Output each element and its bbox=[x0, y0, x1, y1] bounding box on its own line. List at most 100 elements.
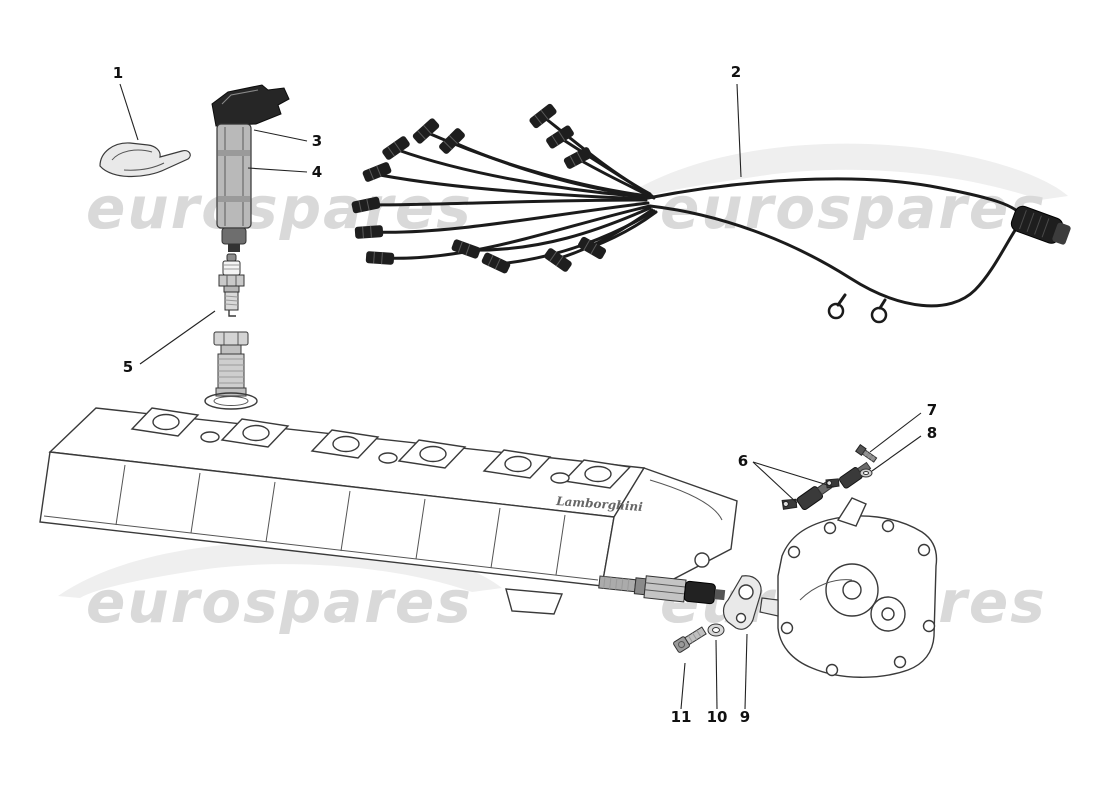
plate-bolt-hole bbox=[893, 655, 907, 669]
cover-rib bbox=[415, 498, 426, 560]
harness-cable bbox=[560, 137, 654, 198]
coil-well-hole bbox=[332, 435, 360, 453]
callout-10: 10 bbox=[707, 708, 728, 726]
plate-bolt-hole bbox=[881, 519, 895, 533]
callouts: 1 2 3 4 5 6 7 8 9 10 11 bbox=[113, 63, 937, 726]
cable-connector bbox=[577, 236, 607, 260]
callout-8: 8 bbox=[927, 424, 937, 442]
coil-well-hole bbox=[504, 455, 532, 473]
clip-body bbox=[99, 142, 191, 178]
watermark-text: eurospares bbox=[660, 174, 1047, 242]
cover-end-curve bbox=[649, 479, 723, 521]
plate-boss-large-hub bbox=[842, 580, 862, 600]
cable-connector bbox=[451, 239, 481, 259]
connector-rib bbox=[417, 130, 426, 140]
cover-rib bbox=[490, 507, 501, 569]
coil-boot bbox=[221, 227, 247, 245]
leader-line-1 bbox=[119, 83, 139, 141]
ring-terminal bbox=[827, 302, 845, 320]
callout-9: 9 bbox=[740, 708, 750, 726]
plate-bolt-hole bbox=[922, 619, 936, 633]
connector-rib bbox=[590, 243, 598, 255]
sensor-ear-hole bbox=[826, 480, 832, 486]
cover-end-hole bbox=[694, 552, 710, 568]
bolt-shaft bbox=[684, 626, 707, 646]
connector-rib bbox=[443, 140, 453, 150]
callout-2: 2 bbox=[731, 63, 741, 81]
connector-rib bbox=[540, 109, 549, 120]
connector-rib bbox=[1041, 218, 1050, 238]
bracket-hole-small bbox=[735, 612, 747, 624]
ring-terminal-stem bbox=[836, 293, 847, 307]
connector-rib bbox=[534, 114, 543, 125]
cable-connector bbox=[382, 136, 410, 160]
side-cover-plate-part bbox=[759, 497, 938, 678]
cable-connector bbox=[563, 147, 593, 169]
plug-tube-part bbox=[204, 331, 258, 410]
harness-cable bbox=[366, 198, 648, 207]
cover-rib bbox=[265, 481, 276, 543]
connector-rib bbox=[362, 226, 364, 239]
connector-rib bbox=[423, 124, 432, 135]
harness-cable bbox=[370, 201, 650, 234]
harness-cables bbox=[366, 116, 1024, 308]
coil-well-hole bbox=[152, 413, 180, 431]
plate-contour bbox=[799, 579, 853, 601]
cam-cover-part: Lamborghini bbox=[39, 407, 738, 615]
harness-cable bbox=[378, 173, 648, 201]
hex-facet bbox=[644, 589, 685, 595]
leader-line-3 bbox=[253, 129, 308, 142]
cover-rib bbox=[115, 464, 126, 526]
coil-well-hole bbox=[242, 424, 270, 442]
bolt-thread bbox=[692, 632, 698, 640]
ring-terminal-stem bbox=[878, 298, 887, 310]
cable-connector bbox=[362, 162, 392, 182]
plate-bolt-hole bbox=[825, 663, 839, 677]
connector-rib bbox=[1026, 212, 1035, 232]
tube-threaded-body bbox=[217, 353, 245, 391]
plate-boss-small bbox=[870, 596, 906, 632]
cover-rib bbox=[340, 490, 351, 552]
washer-hole bbox=[712, 627, 720, 633]
stud-thread bbox=[621, 578, 624, 591]
bolt-thread bbox=[687, 635, 693, 643]
bolt-part bbox=[673, 626, 707, 653]
cover-bottom-line bbox=[43, 515, 599, 581]
watermark-text: eurospares bbox=[86, 568, 473, 636]
connector-rib bbox=[557, 130, 566, 142]
connector-rib bbox=[551, 134, 559, 146]
plug-electrode bbox=[228, 310, 236, 317]
plate-boss-small-hub bbox=[881, 607, 895, 621]
connector-rib bbox=[376, 165, 382, 178]
connector-cap bbox=[1052, 222, 1071, 245]
leader-line-2 bbox=[736, 83, 742, 178]
sensor-bracket-part bbox=[722, 575, 762, 630]
harness-cable bbox=[590, 210, 658, 249]
connector-rib bbox=[448, 134, 459, 145]
harness-main-loop bbox=[646, 177, 1024, 218]
callout-7: 7 bbox=[927, 401, 937, 419]
leader-line-8 bbox=[871, 435, 922, 472]
connector-rib bbox=[393, 141, 402, 153]
screw-thread bbox=[864, 451, 869, 457]
leader-line-9 bbox=[744, 633, 748, 710]
cable-connector bbox=[412, 118, 440, 144]
coil-band bbox=[218, 196, 250, 202]
callout-11: 11 bbox=[671, 708, 692, 726]
connector-rib bbox=[555, 255, 564, 267]
leader-line-5 bbox=[139, 310, 216, 365]
spark-plug-part bbox=[218, 253, 245, 317]
connector-rib bbox=[370, 225, 372, 238]
bolt-thread bbox=[696, 630, 702, 638]
callout-6: 6 bbox=[738, 452, 748, 470]
leader-line-10 bbox=[715, 639, 718, 710]
screw-thread bbox=[867, 453, 872, 459]
connector-rib bbox=[494, 258, 501, 270]
sensor-screw-part bbox=[855, 444, 878, 463]
stud-thread bbox=[627, 578, 630, 592]
connector-rib bbox=[465, 243, 471, 256]
connector-rib bbox=[457, 241, 463, 253]
retaining-clip-part bbox=[99, 142, 191, 178]
cover-bottom-tab bbox=[505, 588, 563, 615]
